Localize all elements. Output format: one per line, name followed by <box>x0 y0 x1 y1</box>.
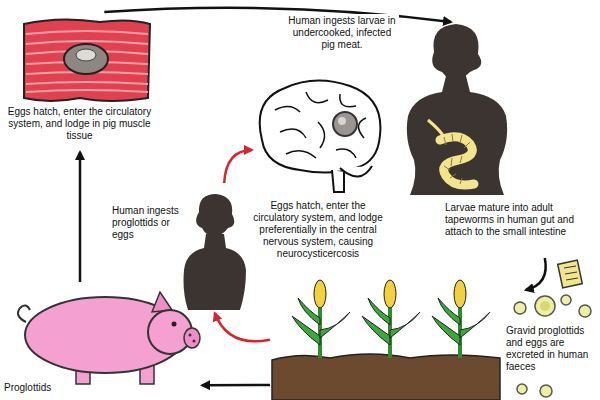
stage-node: Eggs hatch, enter the circulatory system… <box>252 78 384 278</box>
stage-caption: Eggs hatch, enter the circulatory system… <box>2 106 157 142</box>
cycle-arrow <box>202 384 270 387</box>
cycle-arrow <box>526 258 546 290</box>
cycle-arrow <box>215 313 270 341</box>
cycle-arrow <box>79 152 82 282</box>
muscle-tissue <box>24 19 150 101</box>
stage-caption: Gravid proglottids and eggs are excreted… <box>506 325 596 373</box>
stage-node: Eggs hatch, enter the circulatory system… <box>2 12 157 152</box>
brain <box>260 80 381 192</box>
cycle-arrow <box>224 150 252 183</box>
stage-caption: Proglottids <box>4 382 74 394</box>
stage-node: Larvae mature into adult tapeworms in hu… <box>385 22 598 258</box>
stage-caption: Larvae mature into adult tapeworms in hu… <box>445 202 595 238</box>
small-human-silhouette <box>184 194 247 310</box>
stage-node: Human ingests proglottids or eggs <box>110 183 246 313</box>
stage-node: Gravid proglottids and eggs are excreted… <box>270 290 598 398</box>
crops <box>272 280 500 400</box>
pig <box>18 292 200 384</box>
arrow-label: Human ingests larvae in undercooked, inf… <box>285 14 399 52</box>
stage-caption: Eggs hatch, enter the circulatory system… <box>252 200 384 260</box>
stage-node: Proglottids <box>2 282 202 398</box>
human-silhouette <box>407 24 507 195</box>
stage-caption: Human ingests proglottids or eggs <box>112 205 182 241</box>
